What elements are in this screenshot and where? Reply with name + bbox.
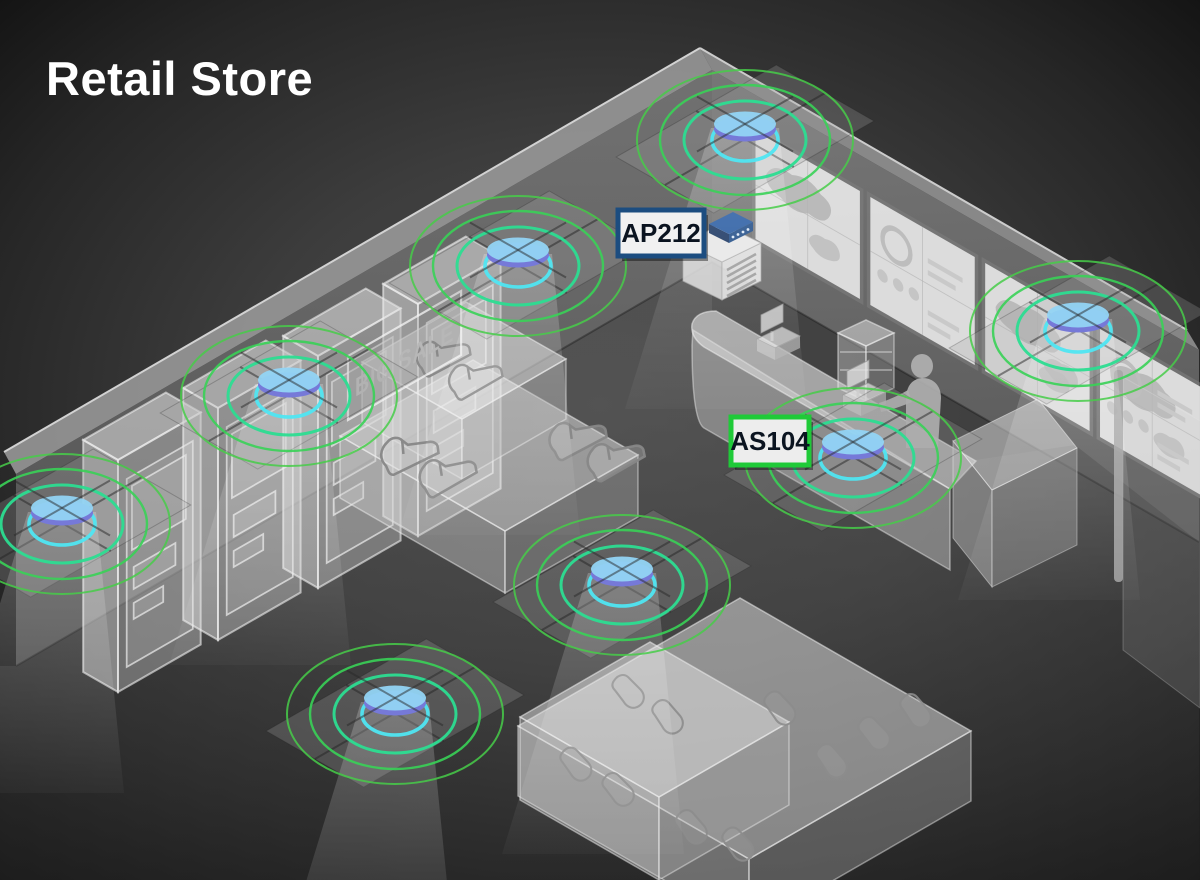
- wifi-signal-ring: [202, 339, 376, 453]
- wifi-signal-ring: [431, 209, 605, 323]
- wifi-signal-ring: [1015, 290, 1141, 372]
- wifi-signal-ring: [0, 467, 149, 581]
- ceiling-ap-3: [159, 320, 419, 665]
- tile-seam-over-disc: [1029, 286, 1127, 344]
- tile-seam-over-disc: [13, 479, 111, 537]
- light-beam: [398, 254, 580, 535]
- wifi-signal-ring: [682, 99, 808, 181]
- as104-callout: AS104: [728, 414, 813, 470]
- light-beam: [625, 128, 807, 409]
- tile-seam-over-disc: [696, 95, 794, 153]
- text-bar: [927, 322, 951, 340]
- page-title: Retail Store: [46, 52, 313, 105]
- ceiling-ap-2: [388, 190, 648, 535]
- chart-circle: [880, 225, 913, 267]
- as104-access-point: [723, 382, 983, 532]
- text-bar: [1157, 454, 1181, 472]
- text-bar: [1157, 402, 1186, 423]
- ceiling-ap-7: [265, 638, 525, 880]
- tile-seam-over-disc: [573, 540, 671, 598]
- left-wall-top-band: [4, 48, 712, 474]
- wifi-signal-ring: [535, 528, 709, 642]
- text-bar: [927, 270, 956, 291]
- wifi-signal-ring: [636, 69, 854, 211]
- chart-dot: [877, 269, 888, 283]
- wifi-signal-ring: [286, 643, 504, 785]
- wifi-signal-ring: [332, 673, 458, 755]
- wifi-signal-ring: [559, 544, 685, 626]
- kiosk-slot: [132, 541, 177, 591]
- tile-seam-over-disc: [804, 413, 902, 471]
- text-bar: [1157, 442, 1189, 465]
- ceiling-ap-corner: [615, 64, 875, 409]
- left-wall-face: [16, 70, 712, 666]
- left-wall-base-seam: [15, 261, 713, 667]
- ceiling-ap-right: [948, 255, 1200, 600]
- chart-dot: [892, 278, 904, 292]
- map-graphic: [809, 234, 840, 262]
- chart-dot: [1138, 419, 1149, 433]
- tile-seam-over-disc: [346, 669, 444, 727]
- wifi-signal-ring: [991, 274, 1165, 388]
- wifi-signal-ring: [226, 355, 352, 437]
- ap212-callout: AP212: [615, 207, 708, 261]
- kiosk-slot: [132, 584, 165, 621]
- wifi-signal-ring: [0, 453, 171, 595]
- light-beam: [0, 512, 124, 793]
- wifi-signal-ring: [409, 195, 627, 337]
- wifi-signal-ring: [513, 514, 731, 656]
- chart-dot: [908, 287, 920, 301]
- light-beam: [502, 573, 684, 854]
- wifi-signal-ring: [308, 657, 482, 771]
- wifi-signal-ring: [658, 83, 832, 197]
- wifi-signal-ring: [455, 225, 581, 307]
- person-body: [906, 378, 941, 448]
- callouts: AP212 AS104: [615, 207, 813, 470]
- light-beam: [306, 702, 447, 880]
- as104-label: AS104: [730, 426, 810, 456]
- ceiling-ap-4: [0, 448, 192, 793]
- back-shelf: [836, 319, 896, 403]
- as104-callout-box: [728, 414, 812, 468]
- self-service-kiosk: [81, 391, 203, 694]
- glass-pane: [1122, 376, 1200, 709]
- light-beam: [958, 319, 1140, 600]
- wifi-signal-ring: [969, 260, 1187, 402]
- access-point-layer: [0, 64, 1200, 880]
- person-head: [911, 354, 933, 378]
- light-beam: [169, 384, 351, 665]
- chart-dot: [1122, 410, 1134, 424]
- ap212-callout-box: [615, 207, 707, 259]
- map-graphic: [1153, 432, 1185, 460]
- wall-screen: [866, 191, 979, 371]
- text-bar: [1157, 390, 1193, 415]
- staff-person: [879, 354, 941, 448]
- wifi-signal-ring: [0, 483, 125, 565]
- right-wall-top-band: [700, 48, 1199, 350]
- text-bar: [927, 258, 963, 283]
- ceiling-ap-6: [492, 509, 752, 854]
- left-wall-edge-highlight: [3, 47, 701, 453]
- wifi-signal-ring: [180, 325, 398, 467]
- right-wall-edge-highlight: [699, 47, 1188, 331]
- text-bar: [927, 310, 960, 333]
- tile-seam-over-disc: [469, 221, 567, 279]
- tile-seam-over-disc: [240, 351, 338, 409]
- ap212-label: AP212: [621, 218, 701, 248]
